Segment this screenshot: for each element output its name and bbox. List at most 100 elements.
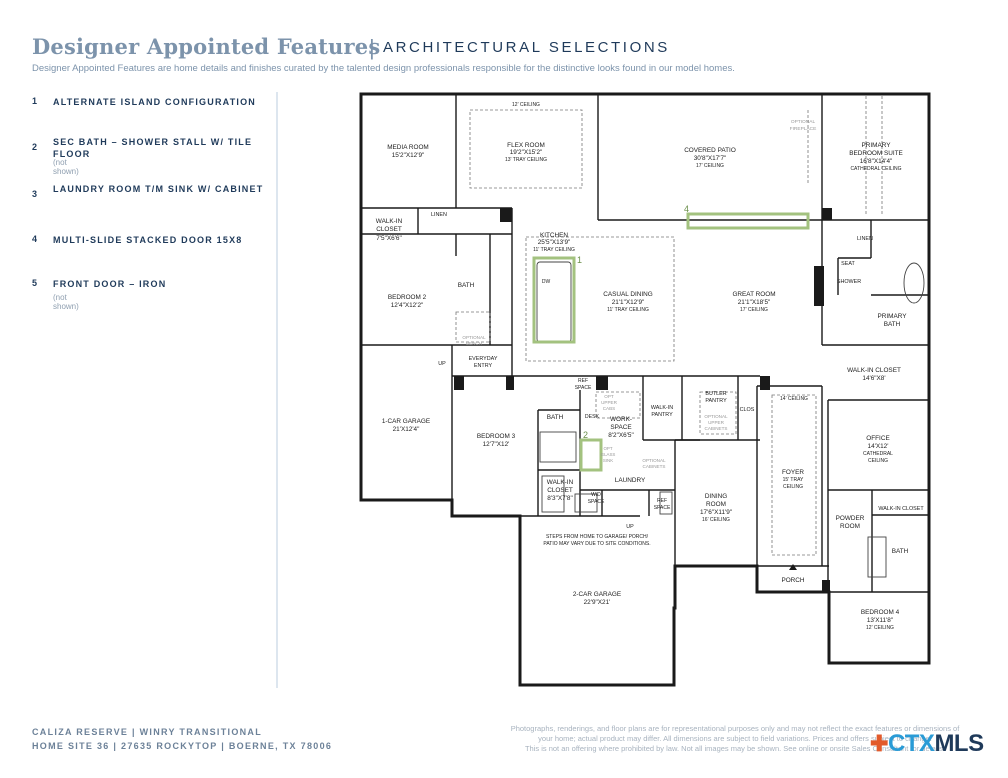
room-label: PRIMARY xyxy=(861,142,891,149)
footer-disclaimer: Photographs, renderings, and floor plans… xyxy=(500,724,970,754)
room-label: FOYER xyxy=(782,469,804,476)
room-dim: 15'2"X12'9" xyxy=(392,152,425,159)
room-dim: 30'8"X17'7" xyxy=(694,155,727,162)
ceiling-note: 14' CEILING xyxy=(780,396,808,402)
feature-number: 3 xyxy=(32,189,39,199)
room-dim: 22'9"X21' xyxy=(584,599,611,606)
feature-text: MULTI-SLIDE STACKED DOOR 15X8 xyxy=(53,235,243,245)
site-note: STEPS FROM HOME TO GARAGE/ PORCH/ xyxy=(546,534,649,540)
ceiling-note: 11' TRAY CEILING xyxy=(533,247,575,253)
marker-1: 1 xyxy=(577,255,582,265)
room-label: WALK-IN xyxy=(651,405,673,411)
option-note: OPTIONAL xyxy=(791,119,816,125)
feature-number: 1 xyxy=(32,96,39,106)
room-dim: 14'X12' xyxy=(868,443,889,450)
room-label: CLOS xyxy=(740,407,755,413)
room-dim: 12'4"X12'2" xyxy=(391,302,424,309)
room-label: POWDER xyxy=(836,515,865,522)
footer-address: HOME SITE 36 | 27635 ROCKYTOP | BOERNE, … xyxy=(32,741,333,751)
room-label: BUTLER xyxy=(705,391,726,397)
room-label: ROOM xyxy=(706,501,726,508)
room-label: SPACE xyxy=(610,424,631,431)
ceiling-note: 13' TRAY CEILING xyxy=(505,157,547,163)
room-label: BEDROOM 4 xyxy=(861,609,900,616)
room-label: WORK- xyxy=(610,416,632,423)
option-note: OPTIONAL xyxy=(462,335,486,340)
appliance-label: SPACE xyxy=(575,385,592,391)
room-label: WALK-IN CLOSET xyxy=(847,367,901,374)
title-separator: | xyxy=(369,35,375,60)
room-label: BATH xyxy=(892,548,909,555)
appliance-label: REF xyxy=(657,498,667,504)
logo-mls: MLS xyxy=(934,730,984,757)
marker-4: 4 xyxy=(684,204,689,214)
option-note: UPPER xyxy=(708,420,725,425)
room-label: SHOWER xyxy=(837,279,861,285)
ceiling-note: CEILING xyxy=(868,458,888,464)
option-note: UPPER xyxy=(601,400,618,405)
room-label: KITCHEN xyxy=(540,232,568,239)
option-note: OPTIONAL xyxy=(642,458,666,463)
room-label: OFFICE xyxy=(866,435,889,442)
option-note: OPT xyxy=(604,394,614,399)
room-dim: 25'5"X13'9" xyxy=(538,239,571,246)
feature-text: SEC BATH – SHOWER STALL W/ TILE FLOOR xyxy=(53,137,253,159)
appliance-label: SPACE xyxy=(588,499,605,505)
room-dim: 8'3"X7'8" xyxy=(547,495,572,502)
room-label: BATH xyxy=(458,282,475,289)
entry-arrow-icon xyxy=(789,564,797,570)
highlight-island xyxy=(532,256,576,344)
room-label: BEDROOM SUITE xyxy=(849,150,903,157)
room-label: WALK-IN xyxy=(547,479,574,486)
appliance-label: W/D xyxy=(591,492,601,498)
room-label: BATH xyxy=(547,414,564,421)
room-label: BEDROOM 3 xyxy=(477,433,516,440)
room-label: COVERED PATIO xyxy=(684,147,736,154)
room-label: WALK-IN CLOSET xyxy=(878,506,924,512)
page-subtitle: ARCHITECTURAL SELECTIONS xyxy=(383,39,670,56)
disclaimer-line: This is not an offering where prohibited… xyxy=(524,744,946,753)
highlight-multislide-door xyxy=(686,212,810,230)
feature-text: FRONT DOOR – IRON xyxy=(53,279,167,289)
entry-label: EVERYDAY xyxy=(469,356,498,362)
room-label: PANTRY xyxy=(705,398,727,404)
room-dim: 21'1"X18'5" xyxy=(738,299,771,306)
marker-2: 2 xyxy=(583,430,588,440)
site-note: PATIO MAY VARY DUE TO SITE CONDITIONS. xyxy=(543,541,650,547)
option-note: CABINETS xyxy=(643,464,666,469)
ceiling-note: CATHEDRAL CEILING xyxy=(850,166,901,172)
ceiling-note: 12' CEILING xyxy=(866,625,894,631)
room-label: BATH xyxy=(884,321,901,328)
room-dim: 7'5"X6'6" xyxy=(376,235,401,242)
ctxmls-logo: ✚CTXMLS xyxy=(870,730,984,758)
option-note: SINK xyxy=(603,458,613,463)
footer-community: CALIZA RESERVE | WINRY TRANSITIONAL xyxy=(32,727,263,737)
room-label: LINEN xyxy=(857,236,873,242)
option-note: GLASS xyxy=(601,452,616,457)
step-label: UP xyxy=(438,361,446,367)
option-note: CABS xyxy=(603,406,616,411)
room-label: BEDROOM 2 xyxy=(388,294,427,301)
page-description: Designer Appointed Features are home det… xyxy=(32,63,735,74)
ceiling-note: 12' CEILING xyxy=(512,102,540,108)
option-note: OPTIONAL xyxy=(704,414,728,419)
room-label: LAUNDRY xyxy=(615,477,646,484)
ceiling-note: 17' CEILING xyxy=(740,307,768,313)
room-dim: 12'7"X12' xyxy=(483,441,510,448)
column-divider xyxy=(276,92,278,688)
room-label: PRIMARY xyxy=(877,313,907,320)
entry-label: ENTRY xyxy=(474,363,493,369)
room-dim: 8'2"X6'5" xyxy=(608,432,633,439)
texas-star-icon: ✚ xyxy=(870,731,888,756)
room-label: 1-CAR GARAGE xyxy=(382,418,430,425)
room-dim: 17'6"X11'9" xyxy=(700,509,732,516)
logo-ctx: CTX xyxy=(887,730,935,757)
ceiling-note: CEILING xyxy=(783,484,803,490)
room-label: GREAT ROOM xyxy=(732,291,775,298)
room-label: PANTRY xyxy=(651,412,673,418)
feature-number: 2 xyxy=(32,142,39,152)
room-dim: 14'6"X8' xyxy=(862,375,885,382)
room-dim: 21'X12'4" xyxy=(393,426,420,433)
option-note: FIREPLACE xyxy=(790,126,817,132)
